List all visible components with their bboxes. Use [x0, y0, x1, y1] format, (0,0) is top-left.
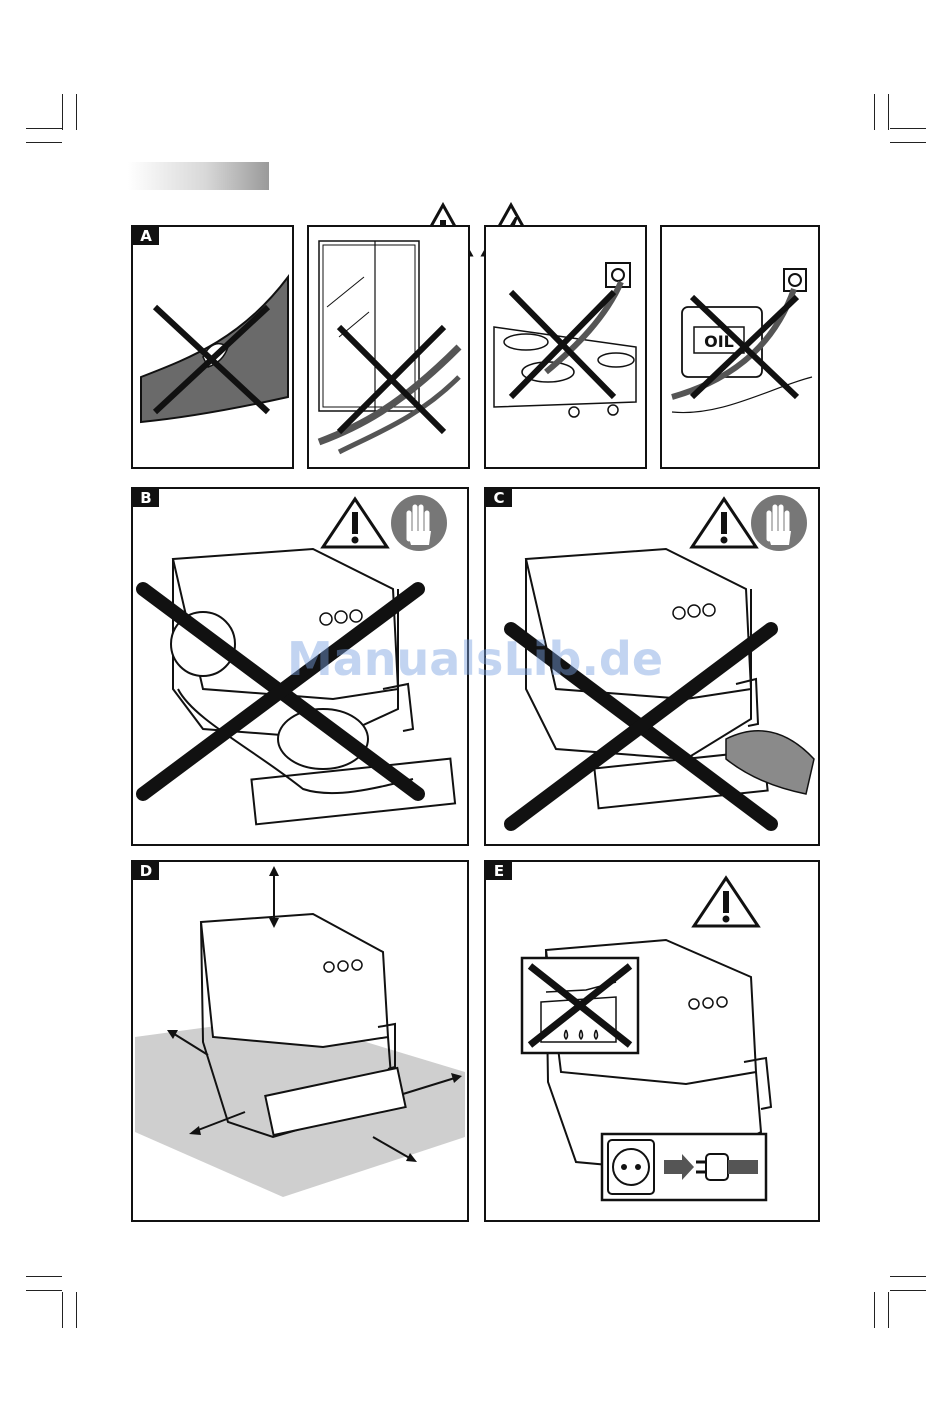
panel-a-oil-cable: OIL — [660, 225, 820, 469]
clearance-illustration — [133, 862, 469, 1222]
panel-d-clearance: D — [131, 860, 469, 1222]
panel-a-stove-cable — [484, 225, 647, 469]
child-machine-illustration — [133, 489, 469, 846]
hot-surface-illustration — [133, 227, 294, 469]
panel-e-unplug: E — [484, 860, 820, 1222]
oil-cable-illustration: OIL — [662, 227, 820, 469]
cleaning-machine-illustration — [486, 489, 820, 846]
panel-c-cleaning-safety: C — [484, 487, 820, 846]
panel-a-hot-surface: A — [131, 225, 294, 469]
panel-b-child-safety: B — [131, 487, 469, 846]
door-cable-illustration — [309, 227, 470, 469]
unplug-illustration — [486, 862, 820, 1222]
panel-a-door-cable — [307, 225, 470, 469]
header-gradient-bar — [128, 162, 269, 190]
stove-cable-illustration — [486, 227, 647, 469]
